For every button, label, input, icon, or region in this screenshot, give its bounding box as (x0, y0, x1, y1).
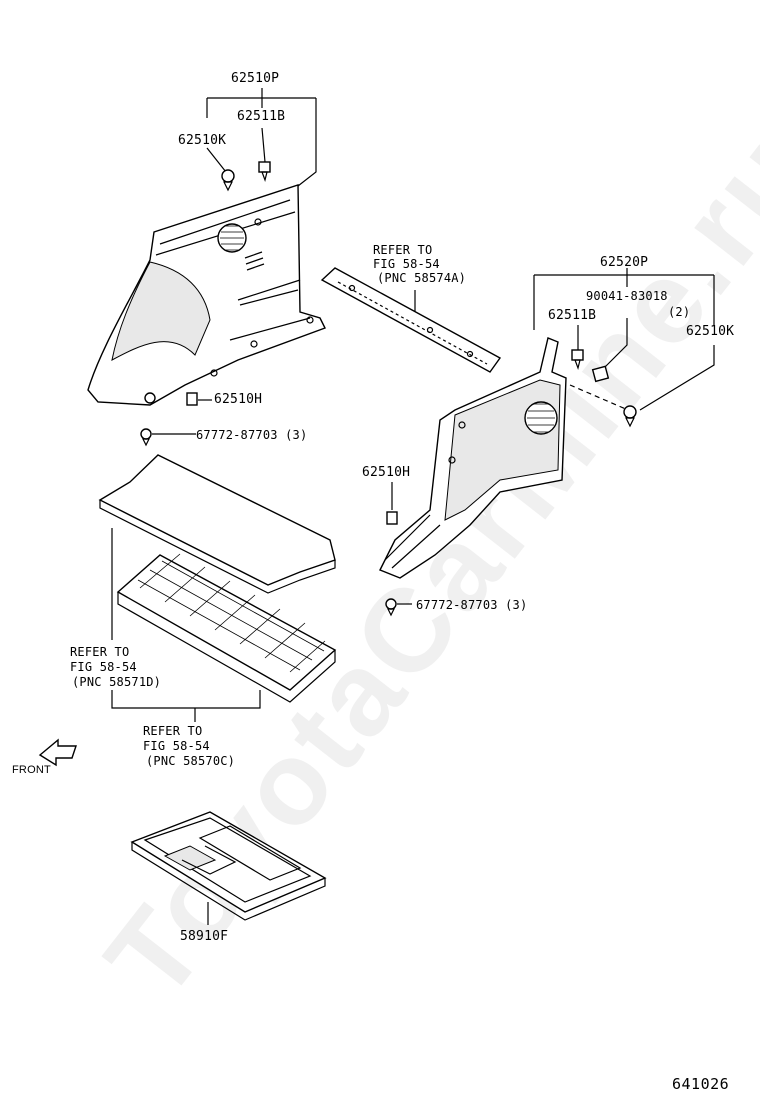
deck-grid-tray (116, 553, 337, 703)
clip-62510H-left-icon (186, 392, 198, 406)
right-fasteners (385, 349, 637, 617)
deck-trim-strip (320, 267, 502, 373)
storage-tray-58910F (130, 811, 327, 921)
label-62511B-right: 62511B (548, 308, 597, 323)
clip-62510K-right-icon (623, 405, 637, 428)
label-90041: 90041-83018 (586, 289, 668, 303)
label-62510P: 62510P (231, 71, 280, 86)
label-90041-qty: (2) (668, 305, 691, 319)
clip-upper-left-icon (144, 392, 156, 404)
label-refer-low-1: REFER TO (143, 724, 203, 738)
label-refer-low-3: (PNC 58570C) (146, 754, 236, 768)
front-arrow-icon (38, 738, 77, 767)
label-refer-top-1: REFER TO (373, 243, 433, 257)
label-62520P: 62520P (600, 255, 649, 270)
label-refer-mid-2: FIG 58-54 (70, 660, 137, 674)
label-62511B-left: 62511B (237, 109, 286, 124)
left-quarter-trim-panel (87, 184, 326, 406)
label-refer-low-2: FIG 58-54 (143, 739, 210, 753)
left-fasteners (140, 161, 271, 447)
label-refer-top-3: (PNC 58574A) (377, 271, 467, 285)
label-62510H-right: 62510H (362, 465, 411, 480)
nut-90041-icon (591, 365, 610, 383)
label-62510K-right: 62510K (686, 324, 735, 339)
label-62510K-left: 62510K (178, 133, 227, 148)
label-refer-top-2: FIG 58-54 (373, 257, 440, 271)
label-62510H-left: 62510H (214, 392, 263, 407)
label-58910F: 58910F (180, 929, 229, 944)
label-refer-mid-1: REFER TO (70, 645, 130, 659)
clip-67772-right-icon (385, 598, 397, 617)
label-refer-mid-3: (PNC 58571D) (72, 675, 162, 689)
clip-62511B-right-icon (571, 349, 584, 371)
clip-67772-left-icon (140, 428, 152, 447)
leader-lines (111, 88, 715, 925)
label-67772-right: 67772-87703 (3) (416, 598, 528, 612)
figure-id: 641026 (672, 1075, 730, 1093)
deck-board (98, 454, 336, 594)
clip-62511B-left-icon (258, 161, 271, 183)
label-67772-left: 67772-87703 (3) (196, 428, 308, 442)
clip-62510K-left-icon (221, 169, 235, 192)
right-quarter-trim-panel (379, 337, 567, 579)
front-label: FRONT (12, 764, 51, 776)
clip-62510H-right-icon (386, 511, 398, 525)
